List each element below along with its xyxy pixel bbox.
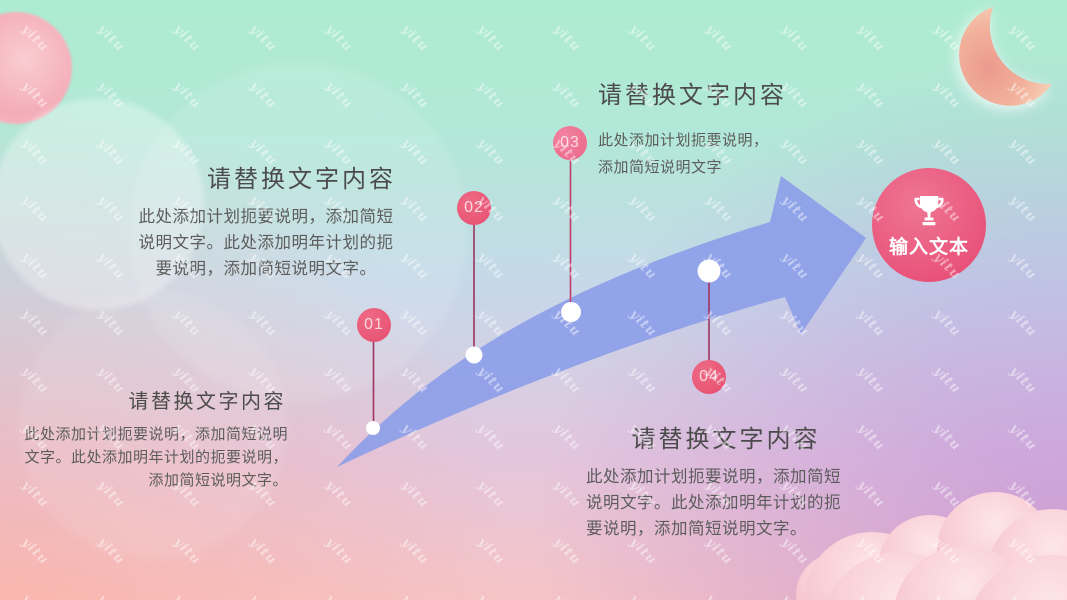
crescent-moon-shape [959, 6, 1052, 106]
growth-arrow-shape [337, 176, 866, 467]
block-body: 此处添加计划扼要说明，添加简短说明文字。此处添加明年计划的扼要说明，添加简短说明… [138, 207, 394, 278]
block-heading: 请替换文字内容 [598, 82, 787, 109]
block-heading: 请替换文字内容 [207, 166, 396, 193]
translucent-circle-3 [18, 290, 288, 560]
milestone-badge-04: 04 [692, 360, 726, 394]
trophy-icon [914, 196, 944, 226]
text-block-middle-left: 请替换文字内容 此处添加计划扼要说明，添加简短说明文字。此处添加明年计划的扼要说… [118, 166, 396, 282]
block-heading: 请替换文字内容 [128, 391, 286, 413]
text-block-top: 请替换文字内容 此处添加计划扼要说明，添加简短说明文字 [598, 82, 833, 181]
milestone-dot-4 [697, 259, 721, 283]
milestone-number: 02 [464, 199, 484, 216]
block-body: 此处添加计划扼要说明，添加简短说明文字 [598, 131, 769, 176]
milestone-number: 03 [560, 134, 580, 151]
translucent-circle-1 [0, 98, 204, 310]
milestone-badge-03: 03 [553, 126, 587, 160]
block-body: 此处添加计划扼要说明，添加简短说明文字。此处添加明年计划的扼要说明，添加简短说明… [586, 467, 841, 538]
block-body: 此处添加计划扼要说明，添加简短说明文字。此处添加明年计划的扼要说明，添加简短说明… [24, 426, 288, 489]
translucent-circle-2 [128, 62, 468, 402]
cloud-group [796, 492, 1067, 600]
result-label: 输入文本 [888, 237, 969, 258]
milestone-dot-3 [561, 302, 581, 322]
text-block-bottom-left: 请替换文字内容 此处添加计划扼要说明，添加简短说明文字。此处添加明年计划的扼要说… [18, 390, 294, 492]
block-heading: 请替换文字内容 [631, 426, 821, 453]
milestone-number: 04 [699, 368, 719, 385]
milestone-dot-1 [366, 421, 380, 435]
milestone-dot-2 [465, 346, 483, 364]
milestone-number: 01 [364, 316, 384, 333]
milestone-badge-02: 02 [457, 191, 491, 225]
milestone-badge-01: 01 [357, 308, 391, 342]
text-block-bottom-right: 请替换文字内容 此处添加计划扼要说明，添加简短说明文字。此处添加明年计划的扼要说… [586, 426, 866, 542]
result-circle: 输入文本 [872, 168, 986, 282]
